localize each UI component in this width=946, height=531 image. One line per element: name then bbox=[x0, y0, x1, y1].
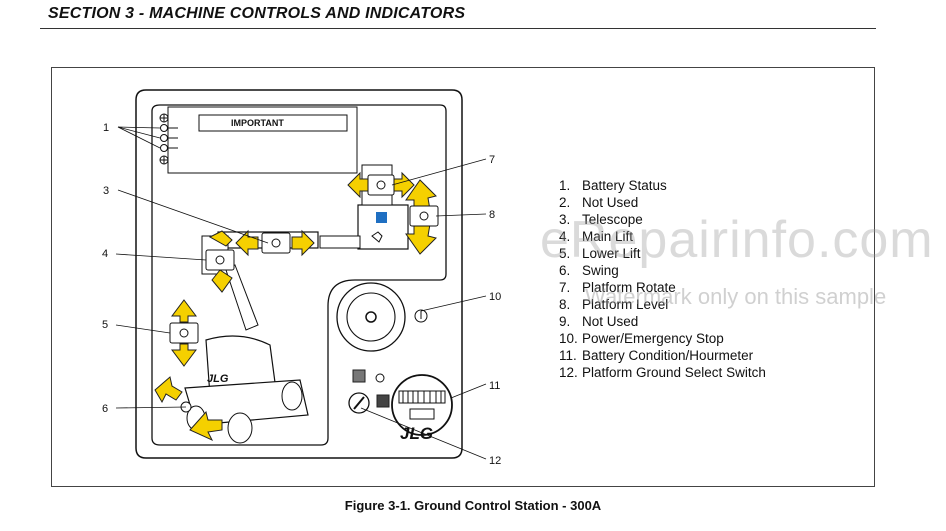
callout-7: 7 bbox=[489, 154, 495, 166]
legend-item: 12.Platform Ground Select Switch bbox=[559, 365, 766, 380]
callout-10: 10 bbox=[489, 291, 501, 303]
platform-indicator-light bbox=[376, 212, 387, 223]
important-label-box bbox=[198, 114, 348, 132]
legend-item: 9.Not Used bbox=[559, 314, 639, 329]
callout-12: 12 bbox=[489, 455, 501, 467]
callout-1: 1 bbox=[103, 122, 109, 134]
emergency-stop-button bbox=[336, 282, 428, 352]
machine-base: JLG bbox=[184, 335, 309, 444]
battery-status-indicators bbox=[159, 113, 178, 165]
legend-item: 2.Not Used bbox=[559, 195, 639, 210]
figure-frame bbox=[51, 67, 875, 487]
legend-item: 5.Lower Lift bbox=[559, 246, 641, 261]
svg-text:JLG: JLG bbox=[207, 373, 229, 385]
callout-leaders bbox=[115, 126, 487, 460]
legend-item: 7.Platform Rotate bbox=[559, 280, 676, 295]
important-label: IMPORTANT bbox=[231, 118, 284, 128]
callout-8: 8 bbox=[489, 209, 495, 221]
figure-legend: 1.Battery Status 2.Not Used 3.Telescope … bbox=[559, 177, 766, 381]
jlg-logo: JLG bbox=[400, 424, 433, 443]
figure-caption: Figure 3-1. Ground Control Station - 300… bbox=[344, 498, 602, 513]
legend-item: 8.Platform Level bbox=[559, 297, 669, 312]
main-lift-switch-arrows bbox=[205, 230, 235, 293]
callout-6: 6 bbox=[102, 403, 108, 415]
callout-3: 3 bbox=[103, 185, 109, 197]
telescope-switch-arrows bbox=[235, 230, 315, 256]
page-header: SECTION 3 - MACHINE CONTROLS AND INDICAT… bbox=[48, 5, 466, 22]
header-divider bbox=[40, 28, 876, 29]
platform-level-switch-arrows bbox=[405, 179, 439, 255]
legend-item: 6.Swing bbox=[559, 263, 619, 278]
legend-item: 3.Telescope bbox=[559, 212, 643, 227]
platform-rotate-switch-arrows bbox=[347, 172, 415, 198]
callout-4: 4 bbox=[102, 248, 108, 260]
callout-5: 5 bbox=[102, 319, 108, 331]
platform-ground-select-switch bbox=[348, 369, 390, 414]
callout-11: 11 bbox=[489, 380, 500, 392]
watermark-subtext: Watermark only on this sample bbox=[585, 284, 887, 309]
battery-hourmeter-gauge bbox=[391, 374, 453, 436]
legend-item: 10.Power/Emergency Stop bbox=[559, 331, 724, 346]
legend-item: 4.Main Lift bbox=[559, 229, 634, 244]
watermark-text: eRepairinfo.com bbox=[540, 211, 934, 269]
legend-item: 11.Battery Condition/Hourmeter bbox=[559, 348, 754, 363]
legend-item: 1.Battery Status bbox=[559, 178, 667, 193]
